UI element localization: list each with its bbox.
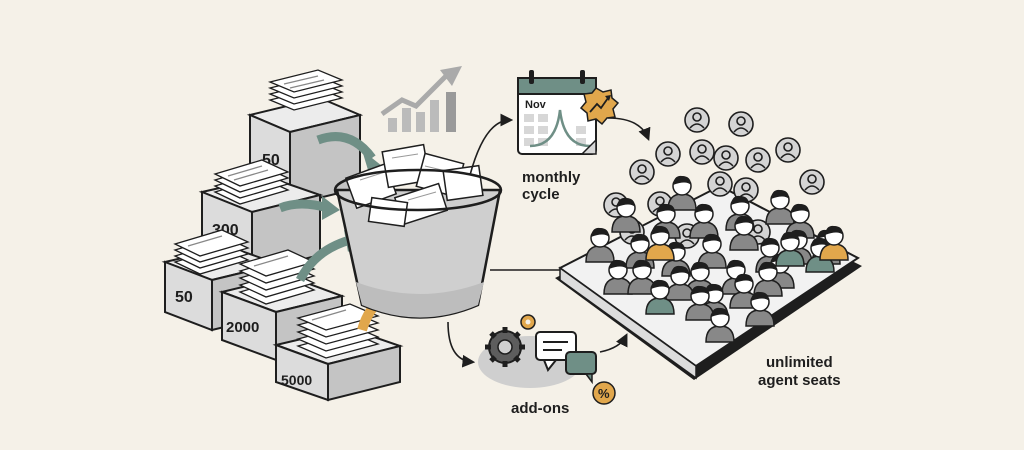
unlimited-seats-label: unlimited (766, 354, 833, 371)
agent-person-icon (627, 259, 657, 295)
agent-person-icon (765, 189, 795, 225)
agent-avatar-icon (655, 141, 681, 167)
pack-label: 5000 (281, 372, 312, 388)
agent-person-icon (585, 227, 615, 263)
small-gear-icon (520, 314, 536, 330)
ticket-pool-bin (333, 143, 503, 319)
agent-person-icon (645, 279, 675, 315)
monthly-cycle-label: monthly (522, 169, 581, 186)
unlimited-seats-label: agent seats (758, 372, 841, 389)
calendar-icon: Nov (517, 70, 620, 155)
ticket-packs: 50 300 50 2000 5000 (161, 69, 404, 402)
calendar-month: Nov (525, 99, 547, 111)
agent-avatar-icon (713, 145, 739, 171)
agent-person-icon (667, 175, 697, 211)
chat-bubble-icon (535, 331, 597, 385)
flow-arrow (278, 199, 330, 213)
agent-person-icon (665, 265, 695, 301)
connector-lines (447, 113, 651, 368)
agent-person-icon (603, 259, 633, 295)
add-ons-label: add-ons (511, 400, 569, 417)
agent-person-icon (753, 261, 783, 297)
gear-icon (485, 327, 525, 367)
growth-chart-icon (380, 66, 462, 132)
ticket-stack-top (267, 69, 345, 111)
monthly-cycle-label: cycle (522, 186, 560, 203)
agent-avatar-icon (684, 107, 710, 133)
flow-arrow (316, 132, 376, 161)
add-ons-group: % (478, 314, 616, 405)
agent-avatar-icon (728, 111, 754, 137)
growth-badge-icon (579, 87, 620, 126)
agent-person-icon (645, 225, 675, 261)
agent-person-icon (729, 215, 759, 251)
agent-crowd (585, 107, 849, 343)
pack-label: 50 (175, 289, 193, 306)
percent-symbol: % (598, 386, 610, 401)
pack-label: 2000 (226, 319, 259, 336)
agent-person-icon (685, 285, 715, 321)
agent-person-icon (611, 197, 641, 233)
agent-avatar-icon (775, 137, 801, 163)
agent-avatar-icon (799, 169, 825, 195)
agent-person-icon (819, 225, 849, 261)
ticket-stack-5000 (296, 303, 380, 359)
agent-avatar-icon (629, 159, 655, 185)
agent-person-icon (775, 231, 805, 267)
percent-badge-icon: % (592, 381, 616, 405)
agent-avatar-icon (745, 147, 771, 173)
flow-arrow (295, 235, 352, 283)
agent-person-icon (745, 291, 775, 327)
monthly-peak-curve (529, 109, 591, 148)
agent-avatar-icon (707, 171, 733, 197)
agent-person-icon (705, 307, 735, 343)
ticket-stack-left (173, 229, 250, 275)
agent-avatar-icon (689, 139, 715, 165)
ticket-stack-mid (213, 159, 290, 205)
